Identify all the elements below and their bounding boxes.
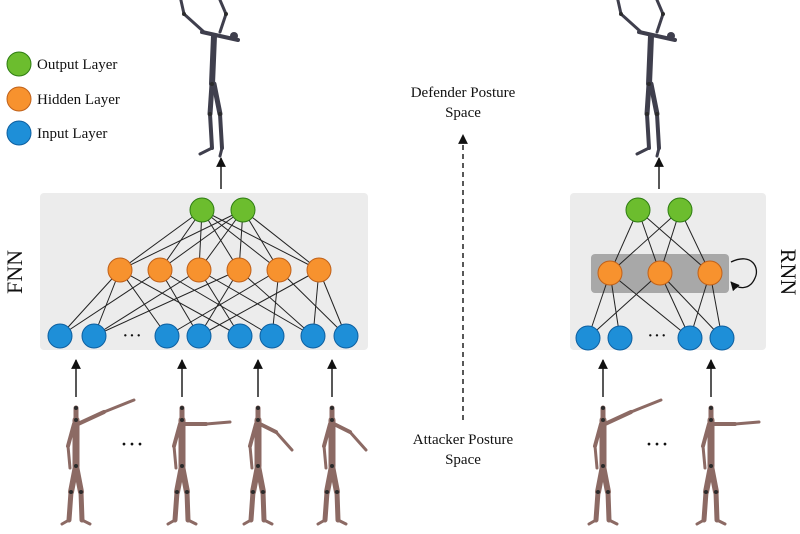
rnn-input-node-2 bbox=[607, 325, 633, 351]
fnn-attacker-skeleton-4 bbox=[316, 405, 368, 526]
fnn-edge-h2-i6 bbox=[159, 269, 273, 337]
fnn-attacker-ellipsis: ··· bbox=[120, 432, 144, 458]
legend-input-label: Input Layer bbox=[37, 126, 107, 142]
fnn-edge-h5-i3 bbox=[166, 269, 280, 337]
fnn-output-node-2 bbox=[230, 197, 256, 223]
legend: Output Layer Hidden Layer Input Layer bbox=[6, 51, 120, 146]
fnn-edge-h4-i4 bbox=[198, 269, 240, 337]
legend-hidden-swatch bbox=[6, 86, 32, 112]
fnn-input-node-6 bbox=[259, 323, 285, 349]
skeletons bbox=[60, 0, 761, 526]
legend-output-label: Output Layer bbox=[37, 57, 117, 73]
fnn-edge-h6-o1 bbox=[201, 209, 320, 271]
rnn-input-node-1 bbox=[575, 325, 601, 351]
flow-arrows bbox=[71, 134, 716, 420]
fnn-nodes bbox=[47, 197, 359, 349]
fnn-edge-h1-i5 bbox=[119, 269, 241, 337]
fnn-hidden-node-1 bbox=[107, 257, 133, 283]
fnn-label: FNN bbox=[2, 250, 27, 294]
defender-posture-space-line1: Defender Posture bbox=[411, 85, 516, 101]
rnn-network: ··· RNN bbox=[570, 193, 800, 351]
fnn-connections bbox=[59, 209, 347, 337]
rnn-label: RNN bbox=[776, 249, 800, 296]
rnn-output-node-1 bbox=[625, 197, 651, 223]
rnn-edge-h2-i1 bbox=[587, 272, 661, 339]
fnn-attacker-skeleton-3 bbox=[242, 405, 294, 526]
rnn-defender-skeleton bbox=[616, 0, 677, 158]
rnn-hidden-node-1 bbox=[597, 260, 623, 286]
rnn-recurrent-loop bbox=[730, 258, 757, 292]
rnn-attacker-ellipsis: ··· bbox=[645, 432, 669, 458]
fnn-attacker-skeleton-1 bbox=[60, 398, 136, 526]
fnn-input-node-1 bbox=[47, 323, 73, 349]
fnn-input-node-8 bbox=[333, 323, 359, 349]
rnn-edge-h1-o2 bbox=[609, 209, 681, 274]
fnn-edge-h2-i1 bbox=[59, 269, 161, 337]
fnn-output-node-1 bbox=[189, 197, 215, 223]
rnn-attacker-skeleton-2 bbox=[695, 405, 761, 526]
rnn-edge-h1-i3 bbox=[609, 272, 691, 339]
fnn-edge-h1-o1 bbox=[119, 209, 203, 271]
attacker-posture-space-line1: Attacker Posture bbox=[413, 432, 514, 448]
fnn-input-node-3 bbox=[154, 323, 180, 349]
fnn-edge-h4-i2 bbox=[93, 269, 240, 337]
fnn-hidden-node-3 bbox=[186, 257, 212, 283]
fnn-edge-h2-o2 bbox=[159, 209, 244, 271]
fnn-edge-h5-i8 bbox=[278, 269, 347, 337]
fnn-edge-h6-o2 bbox=[242, 209, 320, 271]
fnn-input-node-4 bbox=[186, 323, 212, 349]
fnn-hidden-node-2 bbox=[147, 257, 173, 283]
fnn-edge-h5-o1 bbox=[201, 209, 280, 271]
rnn-input-node-4 bbox=[709, 325, 735, 351]
rnn-hidden-node-3 bbox=[697, 260, 723, 286]
rnn-input-node-3 bbox=[677, 325, 703, 351]
legend-output-swatch bbox=[6, 51, 32, 77]
fnn-network: ··· FNN bbox=[2, 193, 368, 350]
legend-input-swatch bbox=[6, 120, 32, 146]
attacker-posture-space-line2: Space bbox=[445, 452, 481, 468]
fnn-input-ellipsis: ··· bbox=[122, 325, 142, 347]
rnn-edge-h3-o1 bbox=[637, 209, 711, 274]
rnn-output-node-2 bbox=[667, 197, 693, 223]
rnn-input-ellipsis: ··· bbox=[647, 325, 667, 347]
rnn-attacker-skeleton-1 bbox=[587, 398, 663, 526]
fnn-edge-h1-i3 bbox=[119, 269, 168, 337]
fnn-hidden-node-5 bbox=[266, 257, 292, 283]
fnn-edge-h3-i2 bbox=[93, 269, 200, 337]
fnn-edge-h1-i1 bbox=[59, 269, 121, 337]
legend-hidden-label: Hidden Layer bbox=[37, 92, 120, 108]
fnn-input-node-5 bbox=[227, 323, 253, 349]
fnn-edge-h3-i7 bbox=[198, 269, 314, 337]
fnn-attacker-skeleton-2 bbox=[166, 405, 232, 526]
rnn-edge-h2-i4 bbox=[659, 272, 723, 339]
fnn-input-node-2 bbox=[81, 323, 107, 349]
defender-posture-space-line2: Space bbox=[445, 105, 481, 121]
rnn-nodes bbox=[575, 197, 735, 351]
fnn-hidden-node-4 bbox=[226, 257, 252, 283]
fnn-defender-skeleton bbox=[179, 0, 240, 158]
rnn-hidden-node-2 bbox=[647, 260, 673, 286]
fnn-hidden-node-6 bbox=[306, 257, 332, 283]
fnn-input-node-7 bbox=[300, 323, 326, 349]
